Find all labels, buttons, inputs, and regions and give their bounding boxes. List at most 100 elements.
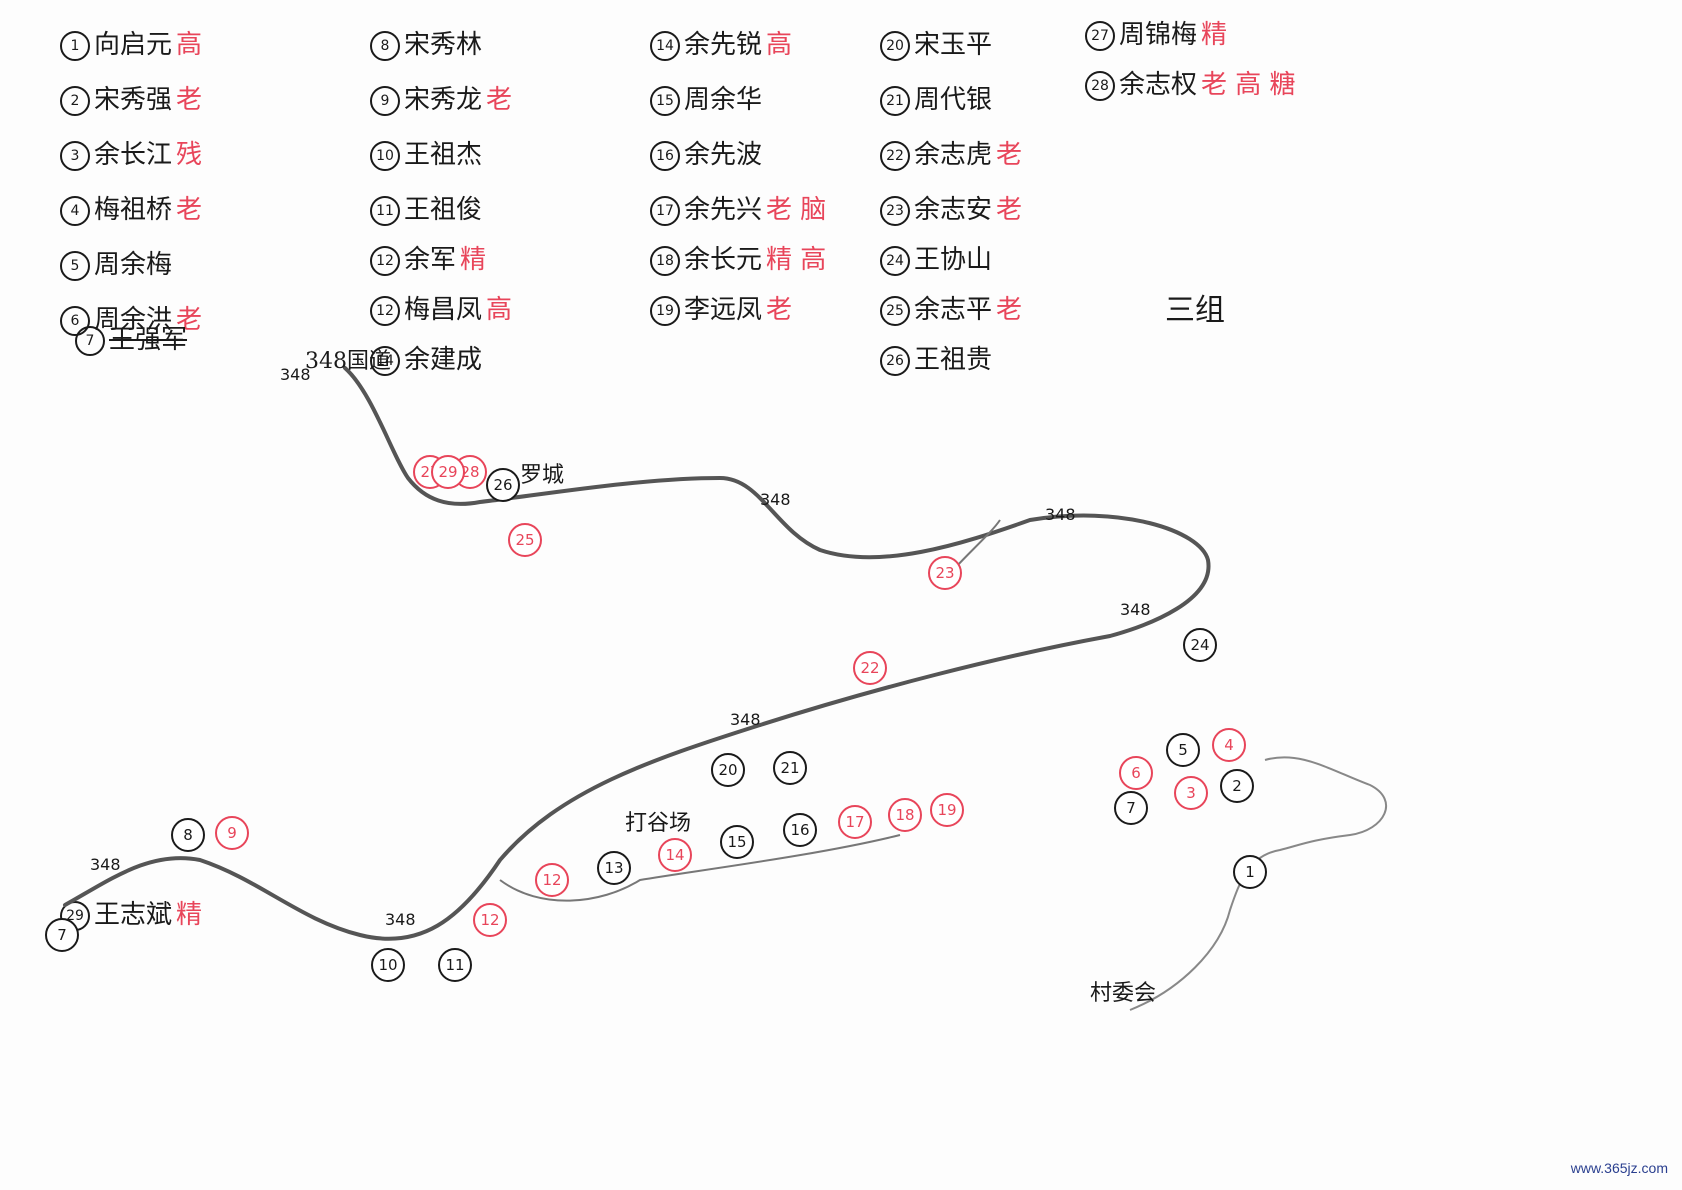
place-label: 村委会 <box>1090 981 1156 1006</box>
roster-name: 李远凤 <box>684 295 763 325</box>
house-marker-number: 18 <box>895 806 914 824</box>
roster-name: 宋秀强 <box>94 85 173 115</box>
roster-number: 21 <box>880 86 910 116</box>
house-marker-number: 2 <box>1232 777 1242 795</box>
house-marker-number: 1 <box>1245 863 1255 881</box>
house-marker-number: 4 <box>1224 736 1234 754</box>
house-marker-number: 23 <box>935 564 954 582</box>
roster-number: 14 <box>370 346 400 376</box>
house-marker-circle <box>711 753 745 787</box>
roster-name: 向启元 <box>94 30 173 60</box>
house-marker: 12 <box>473 903 507 937</box>
house-marker-circle <box>597 851 631 885</box>
roster-name: 周余梅 <box>94 250 173 280</box>
road-348-lower <box>63 723 762 941</box>
house-marker: 20 <box>711 753 745 787</box>
house-marker-number: 28 <box>460 463 479 481</box>
roster-name: 余志虎 <box>914 140 993 170</box>
house-marker-circle <box>215 816 249 850</box>
roster-tag: 精 <box>176 900 203 930</box>
house-marker-circle <box>486 468 520 502</box>
roster-name: 王协山 <box>914 245 993 275</box>
roster-tag: 精 <box>1201 20 1228 50</box>
place-label: 348国道 <box>305 349 391 374</box>
roster-number: 7 <box>75 326 105 356</box>
house-marker: 25 <box>508 523 542 557</box>
house-marker-number: 9 <box>227 824 237 842</box>
house-marker-number: 21 <box>780 759 799 777</box>
house-marker-circle <box>1166 733 1200 767</box>
roster-name: 余军 <box>404 245 457 275</box>
house-marker-number: 7 <box>1126 799 1136 817</box>
roster-number: 15 <box>650 86 680 116</box>
roster-number: 14 <box>650 31 680 61</box>
house-marker-circle <box>535 863 569 897</box>
house-marker: 5 <box>1166 733 1200 767</box>
roster-tag: 精 高 <box>766 245 827 275</box>
house-marker: 21 <box>773 751 807 785</box>
house-marker-circle <box>431 455 465 489</box>
roster-tag: 残 <box>176 140 203 170</box>
house-marker-number: 26 <box>493 476 512 494</box>
roster-number: 1 <box>60 31 90 61</box>
roster-number: 3 <box>60 141 90 171</box>
place-label: 打谷场 <box>625 811 691 836</box>
house-marker: 26 <box>486 468 520 502</box>
roster-number: 12 <box>370 296 400 326</box>
watermark: www.365jz.com <box>1570 1160 1668 1176</box>
roster-tag: 高 <box>176 30 203 60</box>
road-348-label: 348 <box>1120 600 1151 619</box>
roster-name: 梅祖桥 <box>94 195 173 225</box>
roster-number: 22 <box>880 141 910 171</box>
roster-name: 宋玉平 <box>914 30 993 60</box>
house-marker-number: 6 <box>1131 764 1141 782</box>
house-marker: 24 <box>1183 628 1217 662</box>
house-marker-number: 19 <box>937 801 956 819</box>
house-marker: 1 <box>1233 855 1267 889</box>
house-marker-number: 11 <box>445 956 464 974</box>
roster-tag: 老 <box>996 295 1023 325</box>
roster-tag: 高 <box>486 295 513 325</box>
road-348-label: 348 <box>760 490 791 509</box>
house-marker: 12 <box>535 863 569 897</box>
roster-name: 余建成 <box>404 345 483 375</box>
roster-tag: 老 脑 <box>766 195 827 225</box>
roster-number: 12 <box>370 246 400 276</box>
house-marker: 6 <box>1119 756 1153 790</box>
house-marker: 9 <box>215 816 249 850</box>
road-348-label: 348 <box>385 910 416 929</box>
house-marker: 19 <box>930 793 964 827</box>
roster-number: 23 <box>880 196 910 226</box>
house-marker: 15 <box>720 825 754 859</box>
road-348-label: 348 <box>1045 505 1076 524</box>
house-marker: 13 <box>597 851 631 885</box>
roster-name: 余长元 <box>684 245 763 275</box>
roster-tag: 老 高 糖 <box>1201 70 1296 100</box>
house-marker: 7 <box>45 918 79 952</box>
roster-name: 余先波 <box>684 140 763 170</box>
house-marker-circle <box>1220 769 1254 803</box>
roster-number: 28 <box>1085 71 1115 101</box>
road-348-upper <box>343 366 1211 727</box>
house-marker-number: 20 <box>718 761 737 779</box>
house-marker: 2 <box>1220 769 1254 803</box>
roster-number: 17 <box>650 196 680 226</box>
lane-village-committee <box>1129 756 1388 1011</box>
